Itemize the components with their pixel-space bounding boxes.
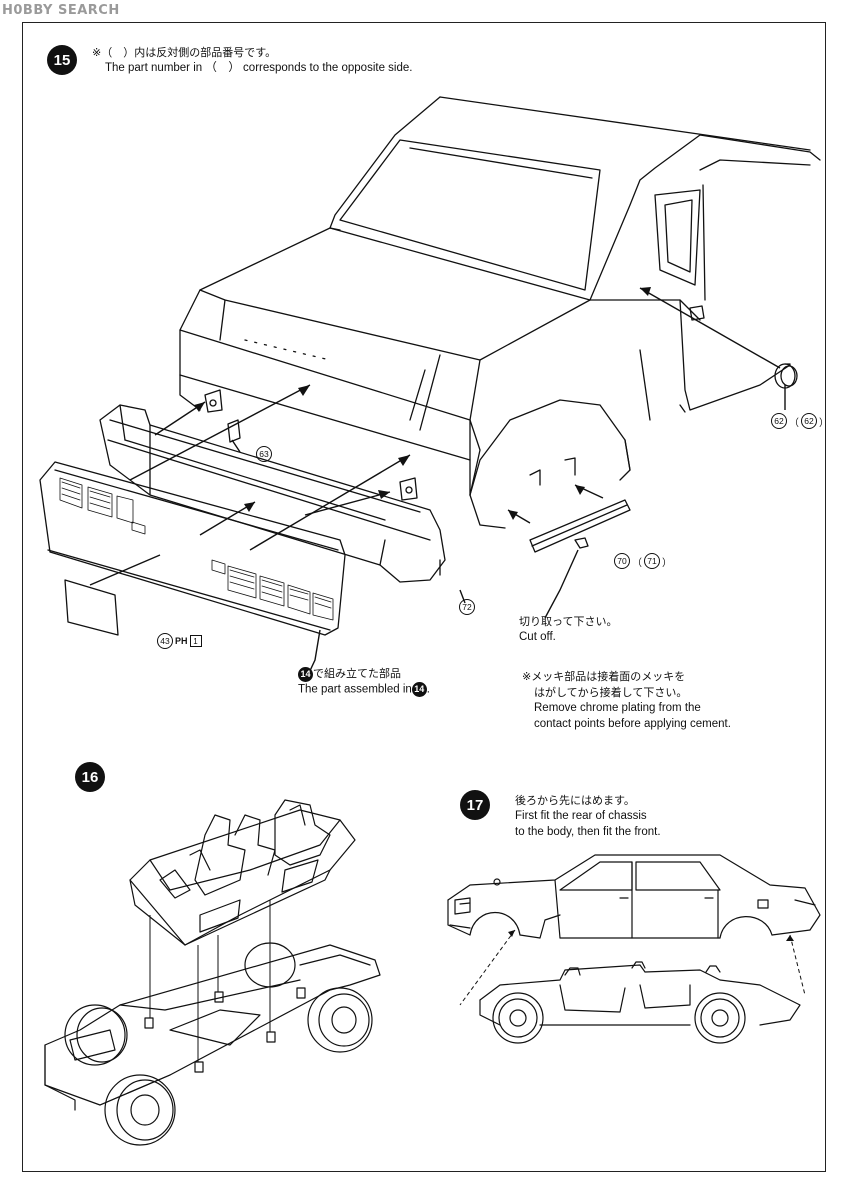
page-frame: [22, 22, 826, 1172]
part-72-label: 72: [459, 599, 475, 615]
part-number-70: 70: [614, 553, 630, 569]
chrome-note-en-1: Remove chrome plating from the: [534, 702, 701, 714]
step-15-note-en: The part number in （ ） corresponds to th…: [105, 62, 413, 74]
cutoff-jp: 切り取って下さい。: [519, 615, 618, 628]
part-number-72: 72: [459, 599, 475, 615]
step-ref-14-badge-en: 14: [411, 682, 427, 697]
chrome-note-jp-1: ※メッキ部品は接着面のメッキを: [522, 670, 686, 683]
part-number-63: 63: [256, 446, 272, 462]
part-70-label: 70 （71）: [614, 553, 672, 569]
step-17-badge: 17: [460, 790, 490, 820]
part-63-label: 63: [256, 446, 272, 462]
step-ref-14-badge: 14: [298, 666, 313, 682]
step-15-note-jp: ※（ ）内は反対側の部品番号です。: [92, 46, 277, 59]
watermark: H0BBY SEARCH: [2, 3, 120, 18]
part-43-suffix: PH: [175, 636, 188, 646]
chrome-note-jp-2: はがしてから接着して下さい。: [534, 686, 688, 699]
assembled-jp-text: で組み立てた部品: [313, 667, 401, 680]
assembled-en-text: The part assembled in: [298, 683, 412, 696]
step-15-badge: 15: [47, 45, 77, 75]
part-number-62-opposite: 62: [801, 413, 817, 429]
part-number-43: 43: [157, 633, 173, 649]
part-43-label: 43 PH 1: [157, 633, 202, 649]
step-17-en-1: First fit the rear of chassis: [515, 810, 647, 822]
step-17-jp: 後ろから先にはめます。: [515, 794, 635, 807]
chrome-note-en-2: contact points before applying cement.: [534, 718, 731, 730]
part-62-label: 62 （62）: [771, 413, 829, 429]
part-number-62: 62: [771, 413, 787, 429]
part-43-box: 1: [189, 635, 202, 647]
step-16-badge: 16: [75, 762, 105, 792]
part-number-71: 71: [644, 553, 660, 569]
step-17-en-2: to the body, then fit the front.: [515, 826, 661, 838]
cutoff-en: Cut off.: [519, 631, 556, 643]
